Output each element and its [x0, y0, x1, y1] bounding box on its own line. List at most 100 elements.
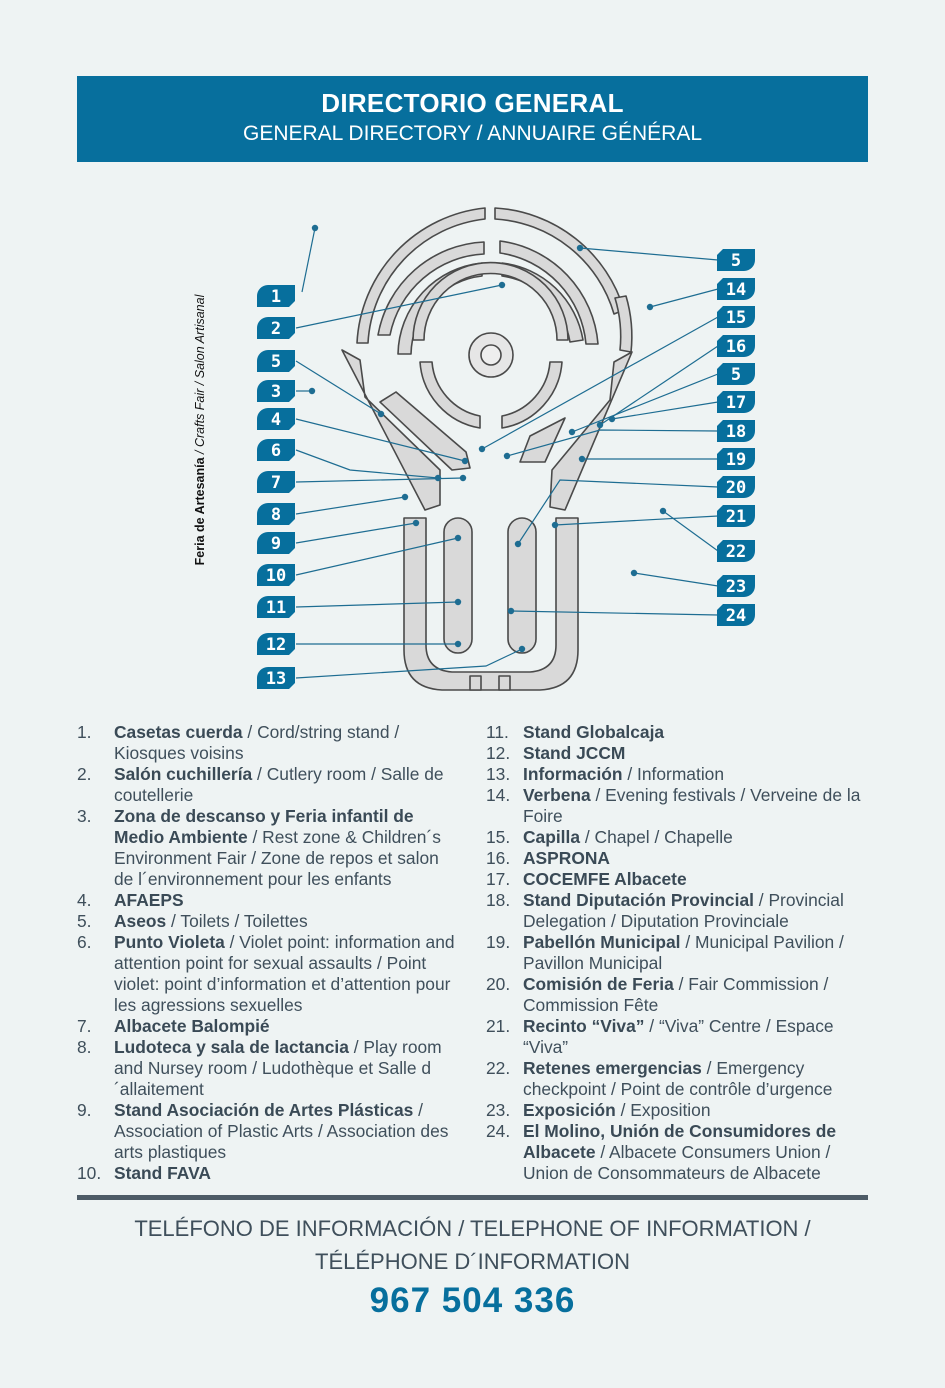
directory-item: 1.Casetas cuerda / Cord/string stand / K… — [77, 722, 462, 764]
directory-item-translation: / Fair Commission / Commission Fête — [523, 974, 829, 1015]
badge-shape — [717, 604, 755, 626]
badge-label: 6 — [271, 441, 281, 461]
location-dot — [630, 569, 638, 577]
directory-item-translation: / “Viva” Centre / Espace “Viva” — [523, 1016, 834, 1057]
map-badge-3[interactable]: 3 — [257, 380, 295, 402]
directory-item: 24.El Molino, Unión de Consumidores de A… — [486, 1121, 871, 1184]
map-badge-9[interactable]: 9 — [257, 532, 295, 554]
location-dot — [478, 445, 486, 453]
map-badge-15[interactable]: 15 — [717, 306, 755, 328]
badge-label: 5 — [731, 365, 741, 385]
directory-item-name: Stand FAVA — [114, 1163, 211, 1183]
leader-line — [517, 479, 719, 545]
map-badge-21[interactable]: 21 — [717, 505, 755, 527]
map-badge-18[interactable]: 18 — [717, 420, 755, 442]
map-badge-22[interactable]: 22 — [717, 540, 755, 562]
inner-ring-left — [419, 361, 481, 429]
location-dot — [412, 519, 420, 527]
leader-line — [506, 429, 719, 457]
directory-item-name: Albacete Balompié — [114, 1016, 270, 1036]
badge-label: 16 — [726, 337, 746, 357]
map-badge-10[interactable]: 10 — [257, 564, 295, 586]
map-badge-11[interactable]: 11 — [257, 596, 295, 618]
directory-item-name: AFAEPS — [114, 890, 184, 910]
directory-item-number: 16. — [486, 848, 511, 868]
directory-item-name: Verbena — [523, 785, 591, 805]
map-badge-5[interactable]: 5 — [717, 363, 755, 385]
map-badge-7[interactable]: 7 — [257, 471, 295, 493]
map-badge-13[interactable]: 13 — [257, 667, 295, 689]
directory-item-number: 15. — [486, 827, 511, 847]
badge-label: 7 — [271, 473, 281, 493]
directory-item-name: Ludoteca y sala de lactancia — [114, 1037, 349, 1057]
directory-item-name: Comisión de Feria — [523, 974, 674, 994]
directory-item-translation: / Municipal Pavilion / Pavillon Municipa… — [523, 932, 844, 973]
location-dot — [503, 452, 511, 460]
leader-line — [295, 284, 503, 329]
directory-item-name: Retenes emergencias — [523, 1058, 702, 1078]
badge-shape — [257, 596, 295, 618]
badge-label: 3 — [271, 382, 281, 402]
directory-item-number: 23. — [486, 1100, 511, 1120]
directory-item-translation: / Play room and Nursey room / Ludothèque… — [114, 1037, 442, 1099]
lower-boulevard-left-strip — [443, 517, 473, 654]
location-dot — [454, 534, 462, 542]
directory-item-number: 7. — [77, 1016, 92, 1036]
outer-ring-left — [356, 207, 486, 344]
map-badge-8[interactable]: 8 — [257, 503, 295, 525]
location-dot — [377, 410, 385, 418]
map-badge-19[interactable]: 19 — [717, 448, 755, 470]
right-inner-wing — [519, 417, 566, 463]
directory-item-name: Stand Diputación Provincial — [523, 890, 754, 910]
map-badge-14[interactable]: 14 — [717, 278, 755, 300]
map-badge-6[interactable]: 6 — [257, 439, 295, 461]
badge-label: 4 — [271, 410, 281, 430]
directory-item-name: Zona de descanso y Feria infantil de Med… — [114, 806, 414, 847]
badge-shape — [717, 540, 755, 562]
map-badge-5[interactable]: 5 — [257, 350, 295, 372]
directory-item-number: 10. — [77, 1163, 102, 1183]
leader-line — [295, 601, 459, 608]
second-ring-right — [499, 240, 599, 345]
map-badge-1[interactable]: 1 — [257, 285, 295, 307]
leader-line — [295, 537, 459, 576]
location-dot — [514, 540, 522, 548]
phone-number[interactable]: 967 504 336 — [369, 1281, 576, 1320]
map-badge-17[interactable]: 17 — [717, 391, 755, 413]
badge-shape — [257, 408, 295, 430]
divider — [77, 1195, 868, 1200]
leader-line — [611, 401, 719, 420]
directory-item: 13.Información / Information — [486, 764, 871, 785]
map-badge-20[interactable]: 20 — [717, 476, 755, 498]
map-badge-24[interactable]: 24 — [717, 604, 755, 626]
directory-item-name: Recinto “Viva” — [523, 1016, 645, 1036]
location-dot — [646, 303, 654, 311]
badge-label: 19 — [726, 450, 746, 470]
directory-item-number: 2. — [77, 764, 92, 784]
location-dot — [596, 421, 604, 429]
page-subtitle: GENERAL DIRECTORY / ANNUAIRE GÉNÉRAL — [242, 122, 703, 145]
directory-item: 22.Retenes emergencias / Emergency check… — [486, 1058, 871, 1100]
directory-item-translation: / Chapel / Chapelle — [580, 827, 733, 847]
directory-item-name: Capilla — [523, 827, 581, 847]
right-diagonal-wing — [549, 351, 633, 511]
map-badge-12[interactable]: 12 — [257, 633, 295, 655]
map-badge-4[interactable]: 4 — [257, 408, 295, 430]
location-dot — [498, 281, 506, 289]
badge-shape — [257, 532, 295, 554]
directory-item: 3.Zona de descanso y Feria infantil de M… — [77, 806, 462, 890]
location-dot — [578, 455, 586, 463]
directory-item-number: 14. — [486, 785, 511, 805]
map-badge-23[interactable]: 23 — [717, 575, 755, 597]
location-dots — [308, 224, 667, 653]
directory-item-name: Casetas cuerda — [114, 722, 243, 742]
map-badge-5[interactable]: 5 — [717, 249, 755, 271]
badge-label: 2 — [271, 319, 281, 339]
directory-item: 12.Stand JCCM — [486, 743, 871, 764]
map-badge-16[interactable]: 16 — [717, 335, 755, 357]
location-dot — [576, 244, 584, 252]
map-badge-2[interactable]: 2 — [257, 317, 295, 339]
directory-item-translation: / Information — [622, 764, 725, 784]
location-dot — [454, 640, 462, 648]
